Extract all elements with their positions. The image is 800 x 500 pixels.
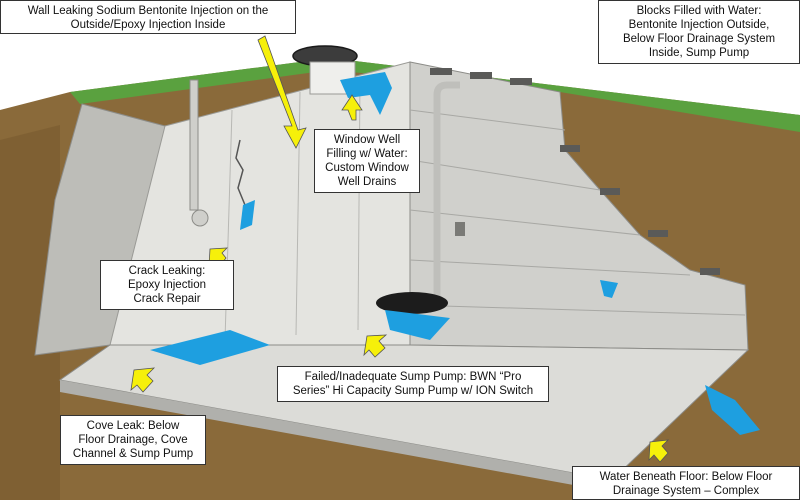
callout-blocks-filled: Blocks Filled with Water: Bentonite Inje… (598, 0, 800, 64)
callout-crack-leak-line-2: Epoxy Injection (128, 279, 206, 291)
callout-wall-leak-line-2: Outside/Epoxy Injection Inside (70, 19, 226, 31)
callout-window-well: Window Well Filling w/ Water: Custom Win… (314, 129, 420, 193)
callout-wall-leak-line-1: Wall Leaking Sodium Bentonite Injection … (27, 5, 269, 17)
callout-crack-leak-line-3: Crack Repair (133, 293, 201, 305)
floor-edge (60, 380, 612, 492)
soil-shading (0, 125, 60, 500)
grass-strip (70, 58, 800, 132)
callout-water-beneath-line-1: Water Beneath Floor: Below Floor (599, 471, 773, 483)
callout-crack-leak: Crack Leaking: Epoxy Injection Crack Rep… (100, 260, 234, 310)
callout-blocks-filled-line-4: Inside, Sump Pump (648, 47, 750, 59)
floor-slab (58, 344, 750, 481)
sump-discharge-pipe (433, 81, 460, 310)
callout-sump-pump-line-2: Series” Hi Capacity Sump Pump w/ ION Swi… (292, 385, 534, 397)
callout-window-well-line-4: Well Drains (337, 176, 397, 188)
callout-water-beneath-line-2: Drainage System – Complex (612, 485, 760, 497)
callout-window-well-line-1: Window Well (333, 134, 401, 146)
callout-blocks-filled-line-1: Blocks Filled with Water: (636, 5, 762, 17)
callout-sump-pump-line-1: Failed/Inadequate Sump Pump: BWN “Pro (304, 371, 522, 383)
wall-crack (235, 139, 246, 206)
callout-cove-leak-line-2: Floor Drainage, Cove (78, 434, 188, 446)
drain-pipe (189, 79, 199, 211)
callout-window-well-line-3: Custom Window (325, 162, 409, 174)
callout-sump-pump: Failed/Inadequate Sump Pump: BWN “Pro Se… (277, 366, 549, 402)
callout-blocks-filled-line-3: Below Floor Drainage System (622, 33, 776, 45)
callout-cove-leak-line-3: Channel & Sump Pump (72, 448, 194, 460)
callout-cove-leak-line-1: Cove Leak: Below (86, 420, 180, 432)
electrical-outlet (455, 222, 465, 236)
callout-window-well-line-2: Filling w/ Water: (326, 148, 408, 160)
block-tops (430, 68, 720, 275)
callout-water-beneath: Water Beneath Floor: Below Floor Drainag… (572, 466, 800, 500)
callout-wall-leak: Wall Leaking Sodium Bentonite Injection … (0, 0, 296, 34)
sump-pit (376, 292, 448, 314)
water-leaks (150, 72, 760, 435)
callout-arrows (130, 35, 670, 463)
callout-blocks-filled-line-2: Bentonite Injection Outside, (628, 19, 770, 31)
callout-cove-leak: Cove Leak: Below Floor Drainage, Cove Ch… (60, 415, 206, 465)
callout-crack-leak-line-1: Crack Leaking: (128, 265, 206, 277)
wall-seam (357, 77, 361, 331)
pipe-elbow (191, 209, 209, 227)
